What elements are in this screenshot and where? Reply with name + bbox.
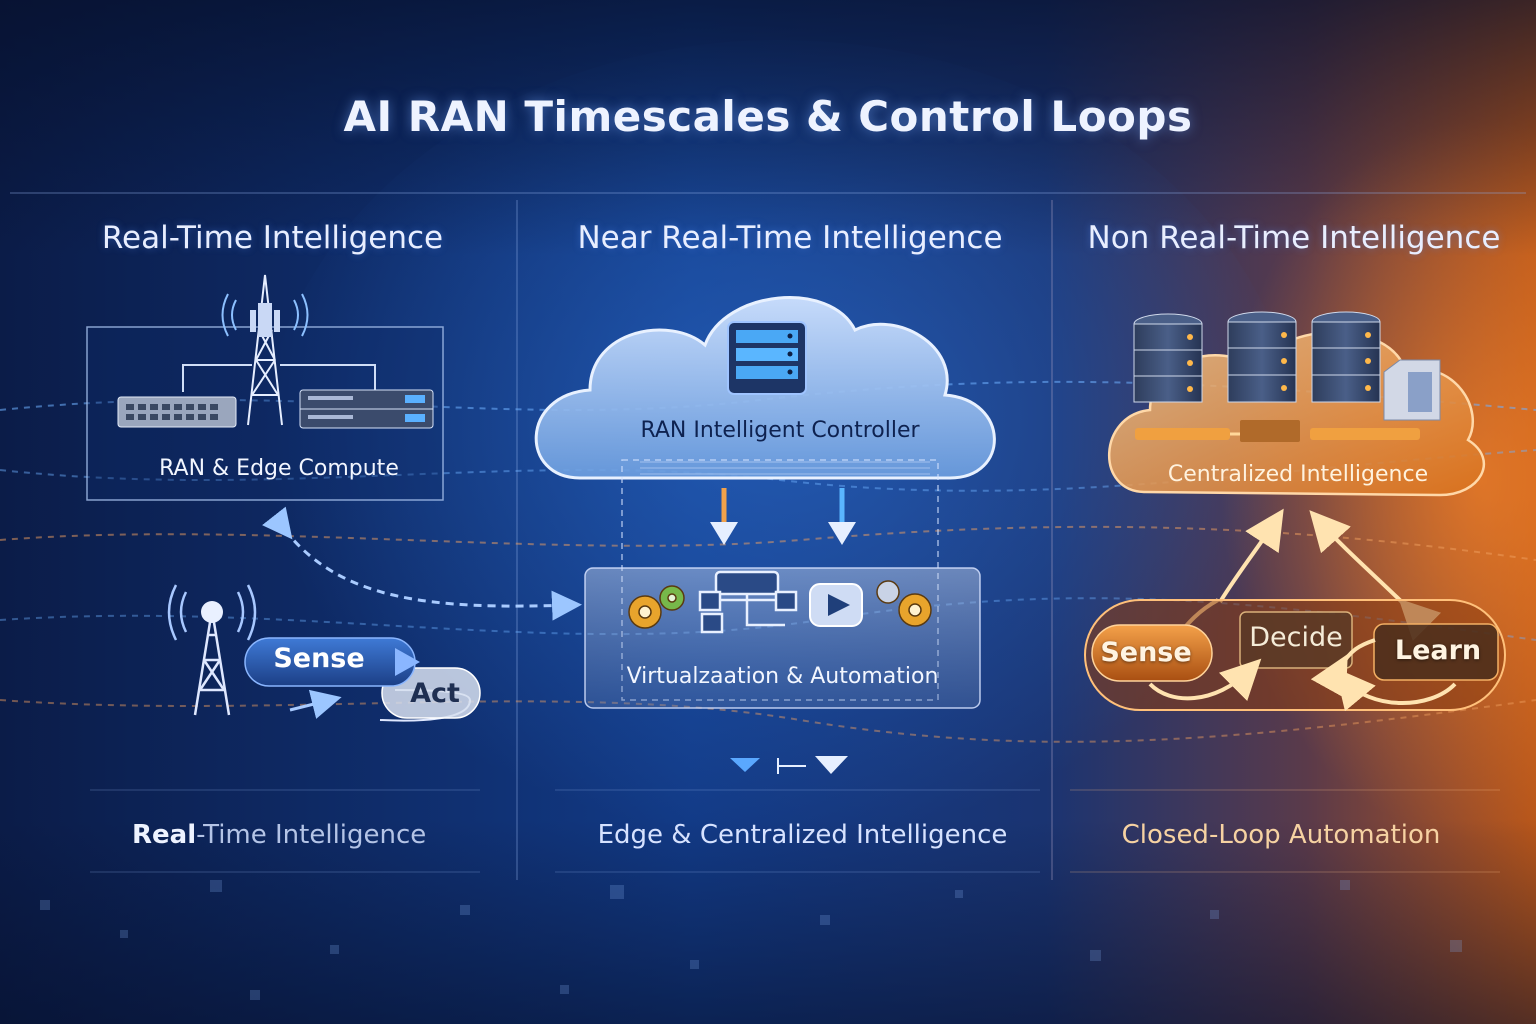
gear-icon [628,585,685,629]
loop-arrow [262,506,582,621]
sense-pill-2 [1091,624,1213,682]
gear-icon [876,580,932,627]
sense-label-2: Sense [1100,637,1192,668]
chevron-down-icon [730,758,760,772]
data-center-icon [1133,311,1441,421]
workflow-icon [698,570,798,634]
footer-real-time-bold: Real [132,820,197,850]
decide-label: Decide [1249,622,1343,653]
sense-label: Sense [273,643,365,674]
play-icon [809,583,863,627]
act-label: Act [410,678,460,709]
virtualization-automation-label: Virtualzaation & Automation [626,664,939,689]
network-switch-icon [117,396,237,428]
data-flow-bars [1135,420,1420,442]
learn-label: Learn [1394,635,1482,666]
column-heading-non-real-time: Non Real-Time Intelligence [1087,220,1501,256]
footer-edge-centralized: Edge & Centralized Intelligence [597,820,1008,850]
cell-tower-icon [221,274,309,426]
page-title: AI RAN Timescales & Control Loops [343,92,1193,141]
virtualization-automation-panel [584,567,981,709]
column-heading-real-time: Real-Time Intelligence [101,220,444,256]
centralized-intelligence-label: Centralized Intelligence [1167,462,1429,487]
footer-real-time: Real-Time Intelligence [132,820,426,850]
cell-tower-icon [167,584,257,716]
server-icon [299,389,434,429]
data-pixels [40,880,1462,1000]
decide-box [1239,611,1353,669]
chevron-down-icon [815,756,848,774]
learn-box [1373,623,1499,681]
database-icon [727,321,807,395]
column-heading-near-real-time: Near Real-Time Intelligence [577,220,1003,256]
footer-real-time-rest: -Time Intelligence [196,820,427,850]
ran-edge-compute-label: RAN & Edge Compute [159,456,399,481]
feedback-arrow [1218,508,1284,604]
ran-intelligent-controller-label: RAN Intelligent Controller [640,418,920,443]
footer-closed-loop: Closed-Loop Automation [1121,820,1441,850]
